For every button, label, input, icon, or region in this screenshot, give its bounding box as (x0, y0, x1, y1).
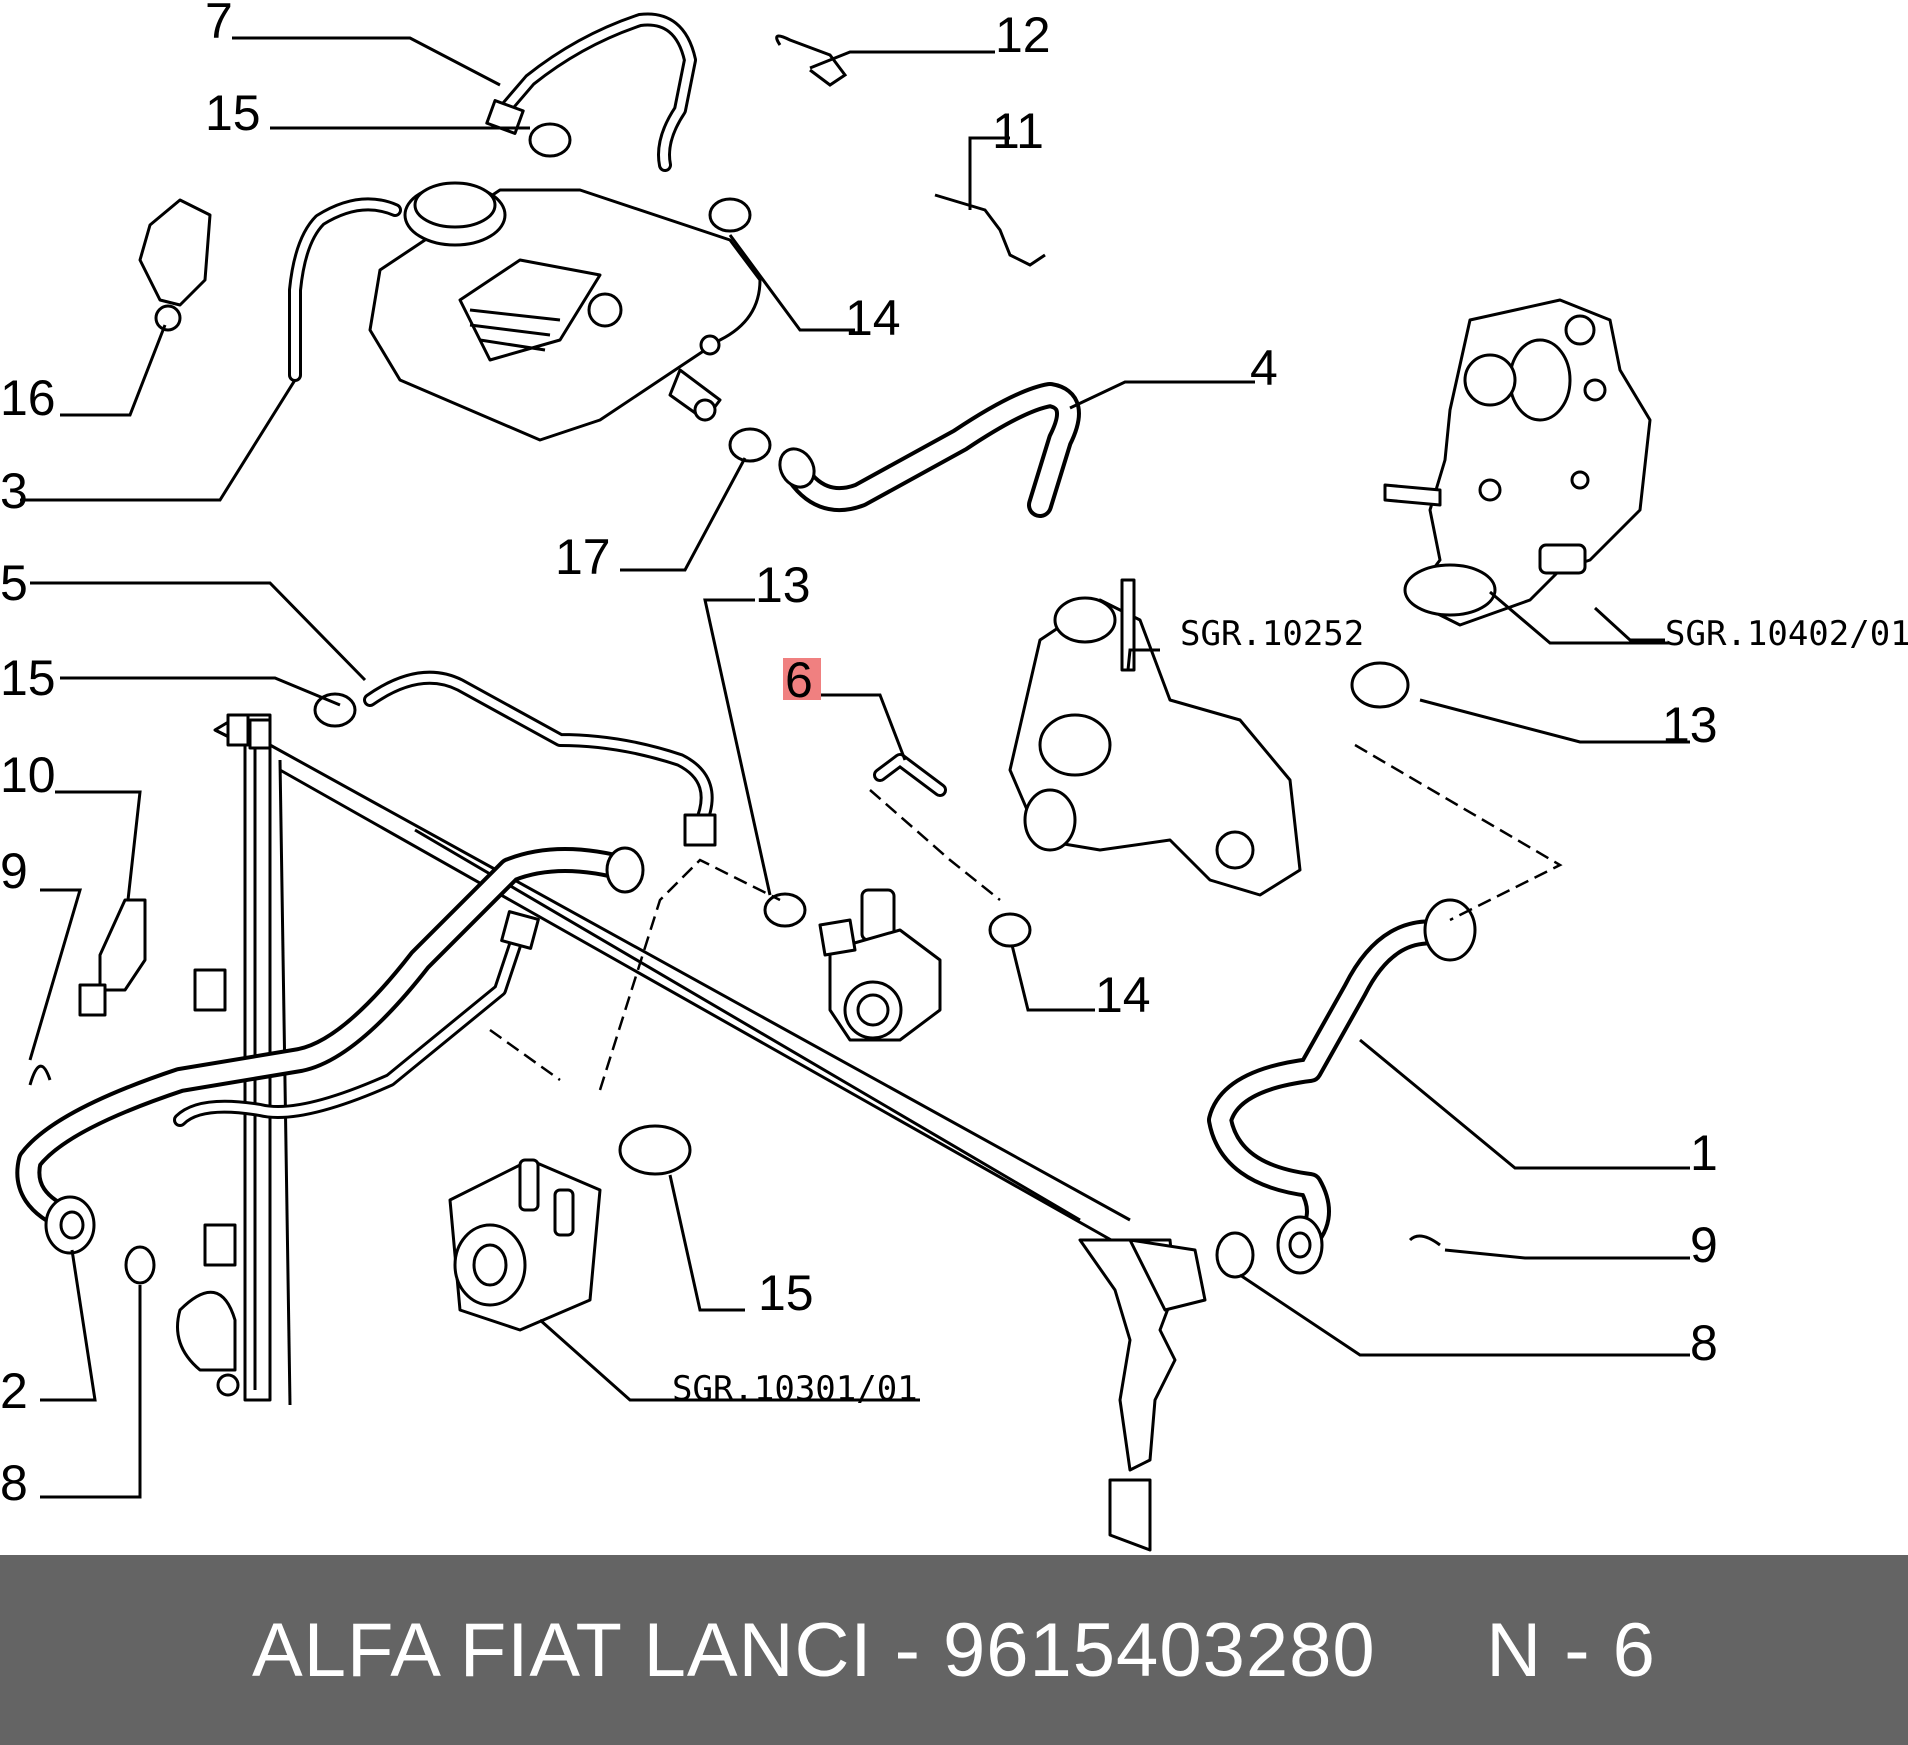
callouts: 7 12 15 11 16 14 3 4 17 5 13 15 6 10 9 1… (0, 0, 1718, 1511)
pump-housing (1008, 578, 1302, 897)
reference-sgr-10252: SGR.10252 (1180, 614, 1364, 654)
hose-3 (288, 197, 402, 382)
hose-4 (778, 382, 1081, 518)
coolant-hoses-exploded-diagram: 7 12 15 11 16 14 3 4 17 5 13 15 6 10 9 1… (0, 0, 1908, 1552)
expansion-tank (368, 181, 762, 442)
hose-5 (363, 670, 717, 847)
hose-7 (485, 12, 697, 172)
callout-5: 5 (0, 555, 28, 611)
callout-7: 7 (205, 0, 233, 49)
assembly-guides (489, 743, 1563, 1091)
reference-sgr-10402-01: SGR.10402/01 (1665, 614, 1908, 654)
callout-16: 16 (0, 370, 56, 426)
callout-4: 4 (1250, 340, 1278, 396)
callout-14-mid: 14 (1095, 967, 1151, 1023)
callout-9-left: 9 (0, 843, 28, 899)
outlet-pipe-assembly (1078, 1238, 1207, 1552)
callout-11: 11 (992, 103, 1044, 159)
callout-9-right: 9 (1690, 1217, 1718, 1273)
callout-17: 17 (555, 529, 611, 585)
radiator (176, 713, 292, 1406)
cross-member (269, 743, 1131, 1247)
hose-6 (873, 753, 947, 797)
callout-2: 2 (0, 1363, 28, 1419)
callout-1: 1 (1690, 1125, 1718, 1181)
callout-13-mid: 13 (755, 557, 811, 613)
callout-8-left: 8 (0, 1455, 28, 1511)
thermostat-valve (818, 888, 942, 1042)
callout-8-right: 8 (1690, 1315, 1718, 1371)
callout-12: 12 (995, 7, 1051, 63)
leader-lines (20, 36, 1690, 1499)
hose-1 (1207, 898, 1477, 1275)
callout-15-left: 15 (0, 650, 56, 706)
reference-labels: SGR.10252 SGR.10402/01 SGR.10301/01 (672, 614, 1908, 1409)
reference-sgr-10301-01: SGR.10301/01 (672, 1369, 918, 1409)
callout-10: 10 (0, 747, 56, 803)
part-number-banner: ALFA FIAT LANCI - 9615403280 N - 6 (0, 1555, 1908, 1745)
thermostat-housing (1383, 298, 1652, 627)
callout-6: 6 (785, 652, 813, 708)
callout-15-top: 15 (205, 85, 261, 141)
callout-14-top: 14 (845, 290, 901, 346)
return-pipe (173, 910, 540, 1127)
small-fittings (28, 34, 1441, 1247)
callout-13-right: 13 (1662, 697, 1718, 753)
hose-2 (15, 846, 645, 1255)
oil-cooler (448, 1158, 602, 1332)
callout-6-highlight (783, 658, 821, 700)
hose-clamps (124, 122, 1410, 1285)
callout-3: 3 (0, 463, 28, 519)
callout-15-bottom: 15 (758, 1265, 814, 1321)
part-number-text: ALFA FIAT LANCI - 9615403280 N - 6 (252, 1607, 1656, 1693)
